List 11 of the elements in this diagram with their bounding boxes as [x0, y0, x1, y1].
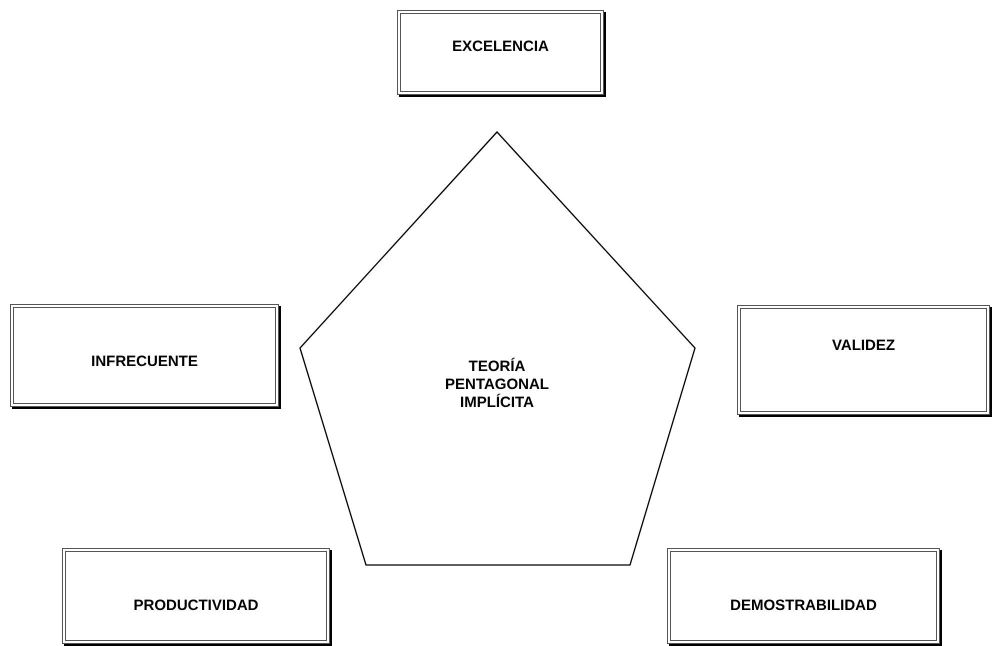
double-bordered-box	[667, 548, 940, 644]
double-bordered-box	[397, 10, 604, 95]
node-label: VALIDEZ	[832, 337, 896, 355]
node-label: EXCELENCIA	[452, 38, 549, 56]
double-bordered-box	[737, 305, 990, 415]
double-bordered-box	[10, 304, 279, 407]
node-label: DEMOSTRABILIDAD	[730, 597, 877, 615]
node-label: PRODUCTIVIDAD	[133, 597, 258, 615]
node-label: TEORÍA PENTAGONAL IMPLÍCITA	[444, 358, 550, 412]
node-label: INFRECUENTE	[91, 352, 198, 370]
double-bordered-box	[62, 548, 330, 644]
